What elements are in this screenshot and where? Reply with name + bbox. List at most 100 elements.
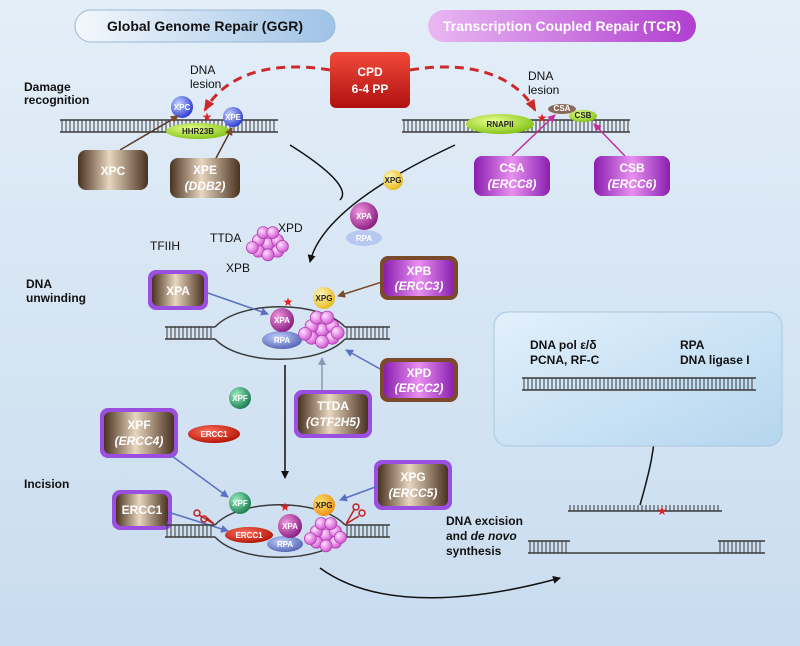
svg-text:(ERCC8): (ERCC8)	[488, 177, 537, 191]
ercc1-box: ERCC1	[112, 490, 172, 530]
xpa-bound-protein-2	[278, 514, 302, 538]
svg-text:(ERCC4): (ERCC4)	[115, 434, 164, 448]
rpa-bound-label: RPA	[274, 336, 291, 345]
svg-text:XPD: XPD	[407, 366, 432, 380]
incision-lesion-star-icon: ★	[280, 500, 291, 514]
ggr-header: Global Genome Repair (GGR)	[74, 9, 336, 43]
stage-excision-2: and de novo	[446, 529, 517, 543]
synthesis-pcna: PCNA, RF-C	[530, 353, 600, 367]
xpf-free-label: XPF	[232, 394, 248, 403]
xpg-free-label: XPG	[385, 176, 402, 185]
xpa-to-dna-arrow	[204, 291, 269, 316]
rpa-bound-protein-2	[267, 536, 303, 552]
stage-damage-recognition-2: recognition	[24, 93, 89, 107]
svg-text:XPC: XPC	[101, 164, 126, 178]
tcr-title: Transcription Coupled Repair (TCR)	[443, 18, 681, 34]
xpe-arrow	[214, 127, 233, 161]
ercc1-to-dna-arrow	[167, 511, 229, 533]
damage-arrow-tcr	[409, 65, 537, 112]
xpe-protein	[223, 107, 243, 127]
scissors-left-icon	[193, 509, 215, 525]
tcr-lesion-star-icon: ★	[537, 111, 548, 125]
incision-dna	[165, 504, 390, 558]
xpg-to-dna-arrow	[339, 485, 379, 502]
scissors-right-icon	[345, 503, 366, 525]
rpa-free-protein	[346, 230, 382, 246]
xpa-bound-label-2: XPA	[282, 522, 298, 531]
damage-box: CPD 6-4 PP	[330, 52, 410, 108]
ercc1-bound-label: ERCC1	[235, 531, 263, 540]
ggr-dna-lesion-2: lesion	[190, 77, 221, 91]
ggr-converge-arrow	[289, 144, 344, 201]
xpa-box: XPA	[148, 270, 208, 310]
svg-text:CSA: CSA	[499, 161, 525, 175]
xpa-bound-label: XPA	[274, 316, 290, 325]
tcr-converge-arrow	[307, 144, 456, 263]
tfiih-complex	[245, 226, 289, 262]
synthesis-ligase: DNA ligase I	[680, 353, 750, 367]
csa-small-label: CSA	[554, 104, 571, 113]
repaired-dna	[522, 377, 756, 391]
svg-text:XPE: XPE	[193, 163, 217, 177]
svg-text:(GTF2H5): (GTF2H5)	[306, 415, 360, 429]
csb-arrow	[593, 123, 626, 157]
xpc-box: XPC	[78, 150, 148, 190]
stage-incision: Incision	[24, 477, 69, 491]
damage-line-1: CPD	[357, 65, 383, 79]
ttda-box: TTDA (GTF2H5)	[294, 390, 372, 438]
synthesis-pol: DNA pol ε/δ	[530, 338, 597, 352]
rnapii-protein	[466, 114, 534, 134]
xpb-box: XPB (ERCC3)	[380, 256, 458, 300]
ggr-dna-lesion-1: DNA	[190, 63, 215, 77]
stage-dna-unwinding-2: unwinding	[26, 291, 86, 305]
damage-arrow-ggr	[203, 65, 331, 112]
rpa-bound-label-2: RPA	[277, 540, 294, 549]
xpa-free-protein	[350, 202, 378, 230]
svg-text:(ERCC6): (ERCC6)	[608, 177, 657, 191]
csb-box: CSB (ERCC6)	[594, 156, 670, 196]
xpd-label: XPD	[278, 221, 303, 235]
ercc1-free-label: ERCC1	[200, 430, 228, 439]
xpc-arrow	[119, 115, 179, 151]
stage-excision-3: synthesis	[446, 544, 502, 558]
ttda-label: TTDA	[210, 231, 241, 245]
ercc1-bound-protein	[225, 527, 273, 543]
svg-text:XPF: XPF	[127, 418, 150, 432]
xpc-protein	[171, 96, 193, 118]
xpg-bound-protein-2	[313, 494, 335, 516]
xpd-to-dna-arrow	[345, 349, 383, 371]
csa-arrow	[511, 114, 556, 157]
csa-box: CSA (ERCC8)	[474, 156, 550, 196]
svg-text:TTDA: TTDA	[317, 399, 349, 413]
xpe-small-label: XPE	[225, 113, 242, 122]
unwinding-lesion-star-icon: ★	[283, 295, 294, 309]
tcr-dna-lesion-2: lesion	[528, 83, 559, 97]
stage-dna-unwinding-1: DNA	[26, 277, 52, 291]
incision-to-excision-arrow	[319, 567, 561, 599]
xpg-bound-label: XPG	[316, 294, 333, 303]
svg-text:ERCC1: ERCC1	[122, 503, 163, 517]
svg-text:(ERCC5): (ERCC5)	[389, 486, 438, 500]
xpf-free-protein	[229, 387, 251, 409]
xpa-bound-protein	[270, 308, 294, 332]
stage-damage-recognition-1: Damage	[24, 80, 71, 94]
hhr23b-label: HHR23B	[182, 127, 214, 136]
ggr-lesion-star-icon: ★	[202, 110, 213, 124]
rnapii-label: RNAPII	[486, 120, 513, 129]
xpb-to-dna-arrow	[337, 281, 383, 298]
xpg-box: XPG (ERCC5)	[374, 460, 452, 510]
synthesis-rpa: RPA	[680, 338, 705, 352]
excision-lesion-star-icon: ★	[657, 504, 668, 518]
xpb-label: XPB	[226, 261, 250, 275]
xpg-bound-protein	[313, 287, 335, 309]
rpa-bound-protein	[262, 331, 302, 349]
csb-protein	[569, 110, 597, 122]
svg-text:XPB: XPB	[407, 264, 432, 278]
svg-text:XPG: XPG	[400, 470, 425, 484]
svg-text:XPA: XPA	[166, 284, 190, 298]
tfiih-bound-complex	[298, 310, 345, 349]
tcr-dna-lesion-1: DNA	[528, 69, 553, 83]
xpf-box: XPF (ERCC4)	[100, 408, 178, 458]
xpf-to-dna-arrow	[171, 455, 229, 498]
xpf-bound-label: XPF	[232, 499, 248, 508]
